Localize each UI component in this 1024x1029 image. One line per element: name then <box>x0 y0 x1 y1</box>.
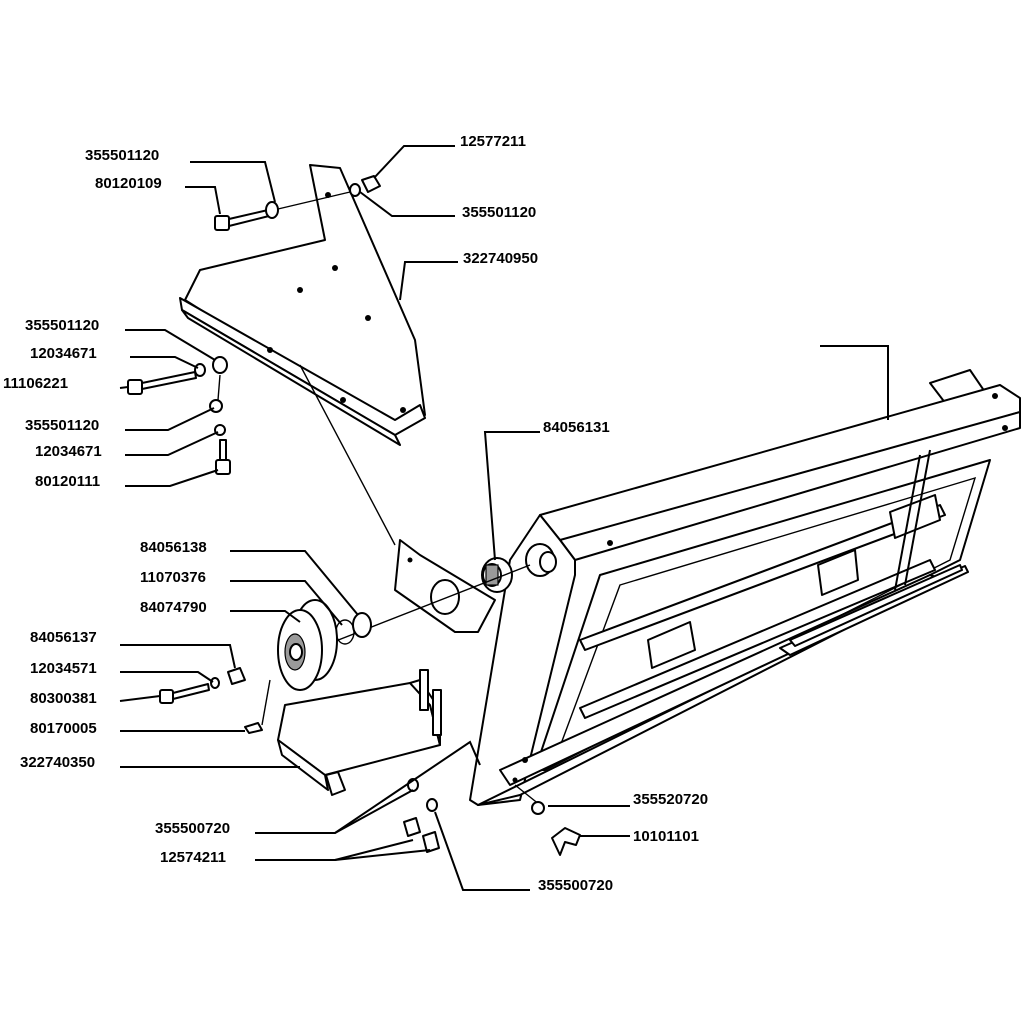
label-12577211: 12577211 <box>460 133 526 150</box>
part-number-labels: 355501120 80120109 12577211 355501120 32… <box>3 133 708 894</box>
label-84056137: 84056137 <box>30 629 97 646</box>
top-bolt-80120109 <box>214 175 381 231</box>
knob-hardware <box>514 784 581 856</box>
label-80120109: 80120109 <box>95 175 162 192</box>
label-355500720-bottom: 355500720 <box>538 877 613 894</box>
belt-guard-322740350 <box>277 669 442 796</box>
pulley-84074790 <box>277 599 338 691</box>
pulley-hardware <box>159 667 271 734</box>
label-322740950: 322740950 <box>463 250 538 267</box>
bushing-84056131 <box>481 557 513 593</box>
leader-lines <box>119 145 889 891</box>
label-355501120-top: 355501120 <box>85 147 159 164</box>
label-12034571: 12034571 <box>30 660 97 677</box>
label-12034671-lower: 12034671 <box>35 443 102 460</box>
left-hardware-stack <box>127 356 231 475</box>
frame-assembly <box>469 369 1021 806</box>
label-355500720-left: 355500720 <box>155 820 230 837</box>
label-80170005: 80170005 <box>30 720 97 737</box>
washers-84056138-11070376 <box>335 612 372 645</box>
label-11070376: 11070376 <box>140 569 206 586</box>
label-355501120-mid: 355501120 <box>25 317 99 334</box>
label-10101101: 10101101 <box>633 828 699 845</box>
label-84056138: 84056138 <box>140 539 207 556</box>
pulley-mount-plate <box>299 364 496 633</box>
label-84056131: 84056131 <box>543 419 610 436</box>
label-11106221: 11106221 <box>3 375 68 392</box>
label-355520720: 355520720 <box>633 791 708 808</box>
label-80120111: 80120111 <box>35 473 100 490</box>
label-12574211: 12574211 <box>160 849 226 866</box>
label-80300381: 80300381 <box>30 690 97 707</box>
label-322740350: 322740350 <box>20 754 95 771</box>
label-355501120-right: 355501120 <box>462 204 536 221</box>
label-84074790: 84074790 <box>140 599 207 616</box>
label-355501120-lower: 355501120 <box>25 417 99 434</box>
bottom-nuts <box>403 778 440 853</box>
label-12034671-upper: 12034671 <box>30 345 97 362</box>
upper-bracket-322740950 <box>179 164 426 446</box>
